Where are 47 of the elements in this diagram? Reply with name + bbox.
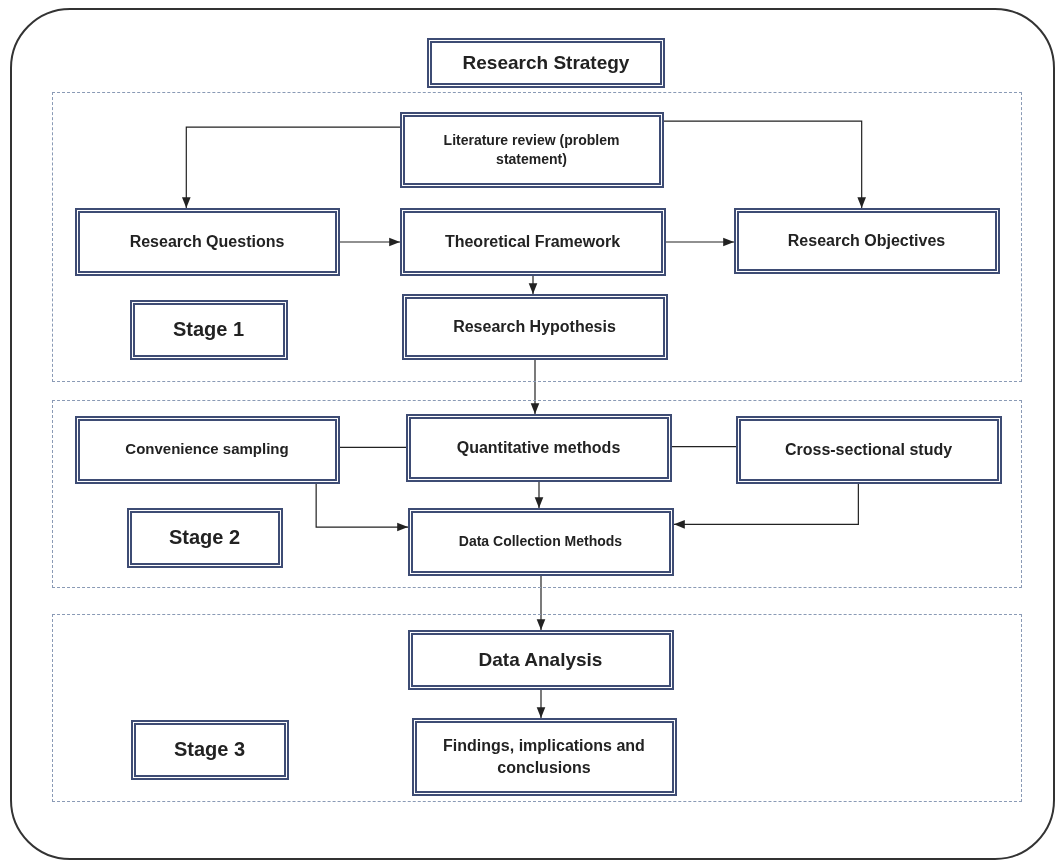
box-label: Stage 1 (171, 317, 246, 342)
process-box (130, 719, 289, 780)
box-label: Research Objectives (786, 230, 947, 251)
box-label: Research Hypothesis (452, 316, 617, 337)
process-box (407, 629, 674, 690)
arrow (534, 481, 544, 509)
arrow (536, 689, 546, 719)
arrow (665, 237, 735, 247)
arrow (536, 575, 546, 631)
box-label: Stage 2 (167, 525, 242, 550)
process-box (74, 415, 340, 484)
box-label: Convenience sampling (124, 439, 290, 460)
box-label: Research Questions (128, 231, 286, 252)
arrow (315, 483, 409, 532)
outer-frame (10, 8, 1055, 860)
box-label: Literature review (problem statement) (442, 130, 621, 169)
box-label: Stage 3 (172, 737, 247, 762)
connector-line (339, 446, 407, 448)
box-label: Theoretical Framework (443, 231, 622, 252)
process-box (399, 207, 666, 276)
process-box (733, 207, 1000, 274)
box-label: Research Strategy (461, 51, 631, 76)
process-box (427, 38, 665, 88)
arrow (182, 126, 401, 209)
box-label: Quantitative methods (455, 437, 622, 458)
process-box (735, 415, 1002, 484)
box-label: Cross-sectional study (783, 439, 954, 460)
process-box (74, 207, 340, 276)
stage-band (52, 400, 1022, 588)
box-label: Data Analysis (477, 647, 604, 672)
arrow (530, 359, 540, 415)
arrow (339, 237, 401, 247)
arrow (528, 275, 538, 295)
process-box (405, 413, 672, 482)
box-label: Data Collection Methods (457, 532, 624, 551)
box-label: Findings, implications and conclusions (442, 735, 646, 778)
process-box (126, 507, 283, 568)
process-box (401, 293, 668, 360)
arrow (673, 483, 859, 529)
process-box (129, 299, 288, 360)
stage-band (52, 92, 1022, 382)
arrow (663, 120, 866, 209)
stage-band (52, 614, 1022, 802)
process-box (411, 717, 677, 796)
process-box (407, 507, 674, 576)
connector-line (671, 446, 737, 448)
process-box (399, 111, 664, 188)
